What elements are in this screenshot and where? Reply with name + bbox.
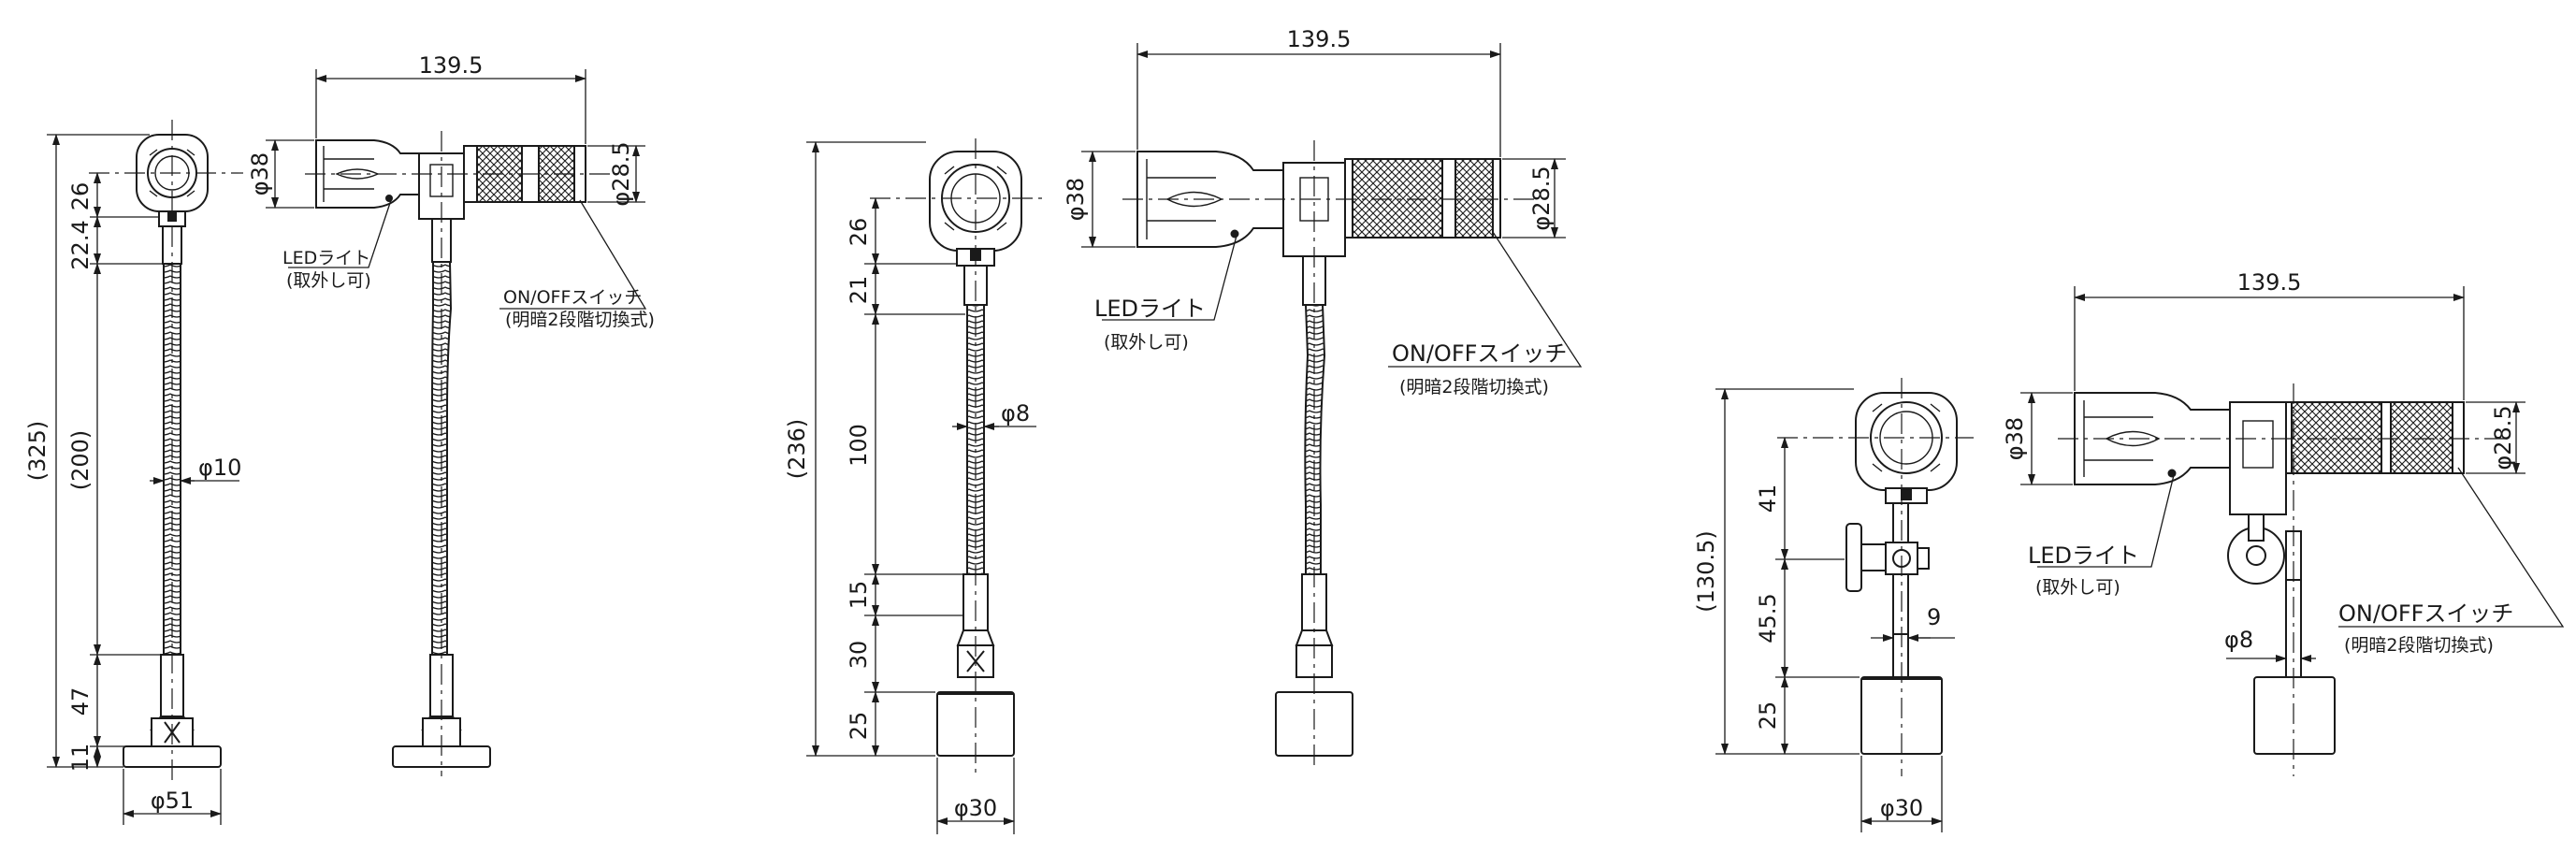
view-c-head-dia: φ38	[2002, 417, 2028, 460]
view-b-hose-length: 100	[846, 424, 872, 467]
view-a-switch-sub: (明暗2段階切換式)	[505, 310, 655, 330]
view-a-led-label: LEDライト	[282, 248, 370, 268]
view-c-dimensions	[1715, 388, 1955, 832]
view-c-overall-height: (130.5)	[1693, 530, 1719, 612]
view-c-front	[1777, 378, 1974, 776]
view-b-labels: 139.5 φ38 φ28.5 LEDライト (取外し可) ON/OFFスイッチ…	[1063, 26, 1567, 398]
view-c-base-dim: 25	[1755, 701, 1781, 730]
view-a-body-dia: φ28.5	[608, 141, 634, 206]
view-b-led-label: LEDライト	[1094, 296, 1206, 322]
view-c-switch-label: ON/OFFスイッチ	[2338, 600, 2513, 627]
view-b-head-dia: φ38	[1063, 178, 1089, 221]
view-c-width: 139.5	[2237, 269, 2302, 296]
view-a-side	[305, 131, 614, 776]
view-a-base-dim: 11	[67, 744, 94, 773]
view-c-led-label: LEDライト	[2028, 542, 2139, 569]
view-b-switch-sub: (明暗2段階切換式)	[1399, 377, 1549, 398]
view-c-led-sub: (取外し可)	[2035, 577, 2120, 598]
view-b-hose-dia: φ8	[1001, 400, 1030, 426]
view-b-width: 139.5	[1287, 26, 1352, 52]
view-c-side-dimensions	[2020, 286, 2565, 662]
view-a-head-dim: 26	[67, 182, 94, 211]
view-a-neck-dim: 22.4	[67, 220, 94, 269]
view-a-base-dia: φ51	[151, 788, 194, 814]
view-a-side-dimensions	[266, 69, 647, 310]
view-c-switch-sub: (明暗2段階切換式)	[2344, 635, 2494, 656]
view-a-switch-label: ON/OFFスイッチ	[503, 287, 642, 308]
view-b-base-dia: φ30	[954, 795, 997, 821]
view-c-middle-dim: 45.5	[1755, 593, 1781, 643]
view-a-overall-height: (325)	[24, 421, 51, 482]
view-c-labels: 139.5 φ38 φ28.5 φ8 LEDライト (取外し可) ON/OFFス…	[2002, 269, 2516, 656]
view-a-led-sub: (取外し可)	[286, 270, 371, 291]
view-b-switch-label: ON/OFFスイッチ	[1392, 340, 1567, 367]
view-b-head-dim: 26	[846, 218, 872, 247]
view-b-dimension-texts: (236) 26 21 100 15 30 25 φ8 φ30	[784, 218, 1030, 821]
view-b-dimensions	[806, 141, 1036, 834]
view-b-side-dimensions	[1081, 43, 1583, 368]
view-b-body-dia: φ28.5	[1528, 166, 1555, 230]
view-b-lower-dim-1: 15	[846, 581, 872, 610]
view-c-dimension-texts: (130.5) 41 45.5 25 9 φ30	[1693, 484, 1941, 821]
view-a-lower-dim: 47	[67, 687, 94, 716]
view-c-offset-dim: 9	[1927, 604, 1941, 630]
view-b-led-sub: (取外し可)	[1104, 332, 1189, 353]
view-a-width: 139.5	[419, 52, 484, 79]
view-a-dimension-texts: (325) 26 22.4 (200) 47 11 φ10 φ51	[24, 182, 241, 814]
view-a-labels: 139.5 φ38 φ28.5 LEDライト (取外し可) ON/OFFスイッチ…	[247, 52, 655, 330]
view-b-side	[1122, 140, 1534, 767]
view-b-neck-dim: 21	[846, 276, 872, 305]
view-b-base-dim: 25	[846, 712, 872, 741]
view-a-dimensions	[47, 134, 239, 825]
view-a-head-dia: φ38	[247, 152, 273, 195]
view-b-front	[870, 138, 1048, 776]
view-a-front	[89, 120, 243, 784]
view-c-arm-dia: φ8	[2224, 627, 2253, 653]
view-c-base-dia: φ30	[1880, 795, 1923, 821]
view-b-lower-dim-2: 30	[846, 641, 872, 670]
view-a-hose-length: (200)	[67, 430, 94, 491]
view-c-side	[2058, 383, 2507, 776]
view-b-overall-height: (236)	[784, 419, 810, 480]
view-a-hose-dia: φ10	[198, 455, 241, 481]
view-c-upper-dim: 41	[1755, 484, 1781, 513]
view-c-body-dia: φ28.5	[2490, 405, 2516, 470]
